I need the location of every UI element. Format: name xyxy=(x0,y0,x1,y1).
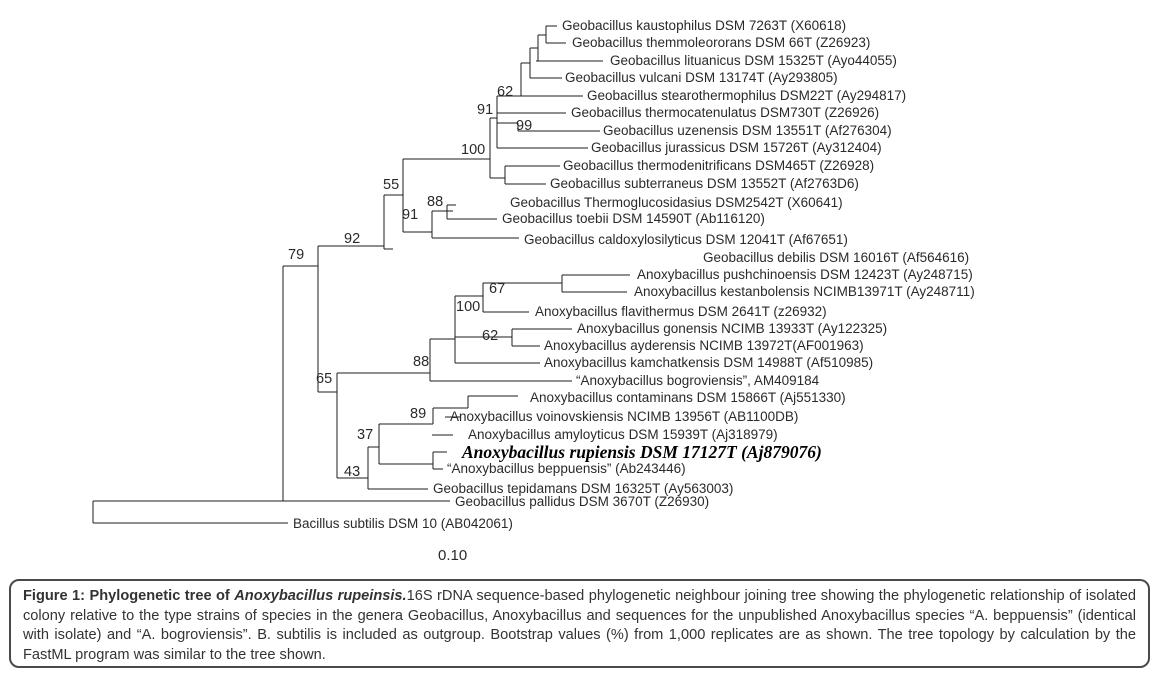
taxon-label: Anoxybacillus voinovskiensis NCIMB 13956… xyxy=(450,409,799,424)
taxon-label: Anoxybacillus ayderensis NCIMB 13972T(AF… xyxy=(544,338,864,353)
bootstrap-value: 88 xyxy=(413,354,430,370)
taxon-label: Geobacillus stearothermophilus DSM22T (A… xyxy=(587,88,907,103)
taxon-label: Geobacillus kaustophilus DSM 7263T (X606… xyxy=(562,18,847,33)
taxon-label: Geobacillus thermocatenulatus DSM730T (Z… xyxy=(571,105,880,120)
bootstrap-value: 100 xyxy=(461,142,486,158)
bootstrap-value: 99 xyxy=(516,118,533,134)
taxon-label: Geobacillus thermodenitrificans DSM465T … xyxy=(563,158,875,173)
bootstrap-value: 91 xyxy=(477,102,494,118)
taxon-label: Anoxybacillus pushchinoensis DSM 12423T … xyxy=(637,267,973,282)
taxon-label: Geobacillus debilis DSM 16016T (Af564616… xyxy=(703,250,970,265)
taxon-label: Geobacillus tepidamans DSM 16325T (Ay563… xyxy=(433,481,734,496)
taxon-label: Geobacillus subterraneus DSM 13552T (Af2… xyxy=(550,176,859,191)
bootstrap-value: 100 xyxy=(456,299,481,315)
taxon-label: Bacillus subtilis DSM 10 (AB042061) xyxy=(293,516,513,531)
taxon-label: Geobacillus pallidus DSM 3670T (Z26930) xyxy=(455,494,710,509)
taxon-label: Anoxybacillus contaminans DSM 15866T (Aj… xyxy=(530,390,846,405)
taxon-label: Anoxybacillus kamchatkensis DSM 14988T (… xyxy=(544,355,874,370)
taxon-label: Geobacillus vulcani DSM 13174T (Ay293805… xyxy=(565,70,838,85)
taxon-label: Anoxybacillus flavithermus DSM 2641T (z2… xyxy=(535,304,827,319)
taxon-label: Anoxybacillus kestanbolensis NCIMB13971T… xyxy=(634,284,975,299)
bootstrap-value: 43 xyxy=(344,464,361,480)
caption-heading: Figure 1: Phylogenetic tree of xyxy=(23,588,235,604)
bootstrap-value: 62 xyxy=(482,328,499,344)
bootstrap-value: 65 xyxy=(316,371,333,387)
taxon-label: Geobacillus Thermoglucosidasius DSM2542T… xyxy=(510,195,843,210)
caption-species-name: Anoxybacillus rupeinsis. xyxy=(234,588,407,604)
taxon-label: Anoxybacillus gonensis NCIMB 13933T (Ay1… xyxy=(577,321,888,336)
bootstrap-value: 89 xyxy=(410,406,427,422)
taxon-label: Anoxybacillus amyloyticus DSM 15939T (Aj… xyxy=(468,427,778,442)
bootstrap-value: 88 xyxy=(427,194,444,210)
figure-caption: Figure 1: Phylogenetic tree of Anoxybaci… xyxy=(23,587,1136,665)
scale-bar-label: 0.10 xyxy=(438,547,468,564)
bootstrap-value: 55 xyxy=(383,177,400,193)
taxon-label: Geobacillus jurassicus DSM 15726T (Ay312… xyxy=(591,140,882,155)
taxon-label: Geobacillus uzenensis DSM 13551T (Af2763… xyxy=(603,123,892,138)
bootstrap-value: 91 xyxy=(402,207,419,223)
taxon-label-highlighted: Anoxybacillus rupiensis DSM 17127T (Aj87… xyxy=(462,442,822,462)
bootstrap-value: 62 xyxy=(497,84,514,100)
phylogenetic-tree-lines xyxy=(92,25,630,524)
taxon-label: Geobacillus lituanicus DSM 15325T (Ayo44… xyxy=(610,53,897,68)
bootstrap-value: 37 xyxy=(357,427,374,443)
bootstrap-value: 67 xyxy=(489,281,506,297)
taxon-label: “Anoxybacillus bogroviensis”, AM409184 xyxy=(576,373,820,388)
caption-body: 16S rDNA sequence-based phylogenetic nei… xyxy=(23,588,1136,663)
figure-caption-box: Figure 1: Phylogenetic tree of Anoxybaci… xyxy=(9,579,1150,668)
taxon-label: Geobacillus toebii DSM 14590T (Ab116120) xyxy=(502,211,765,226)
taxon-label: Geobacillus themmoleororans DSM 66T (Z26… xyxy=(572,35,871,50)
bootstrap-value: 92 xyxy=(344,231,361,247)
taxon-label: “Anoxybacillus beppuensis” (Ab243446) xyxy=(447,461,686,476)
bootstrap-value: 79 xyxy=(288,247,305,263)
taxon-label: Geobacillus caldoxylosilyticus DSM 12041… xyxy=(524,232,848,247)
